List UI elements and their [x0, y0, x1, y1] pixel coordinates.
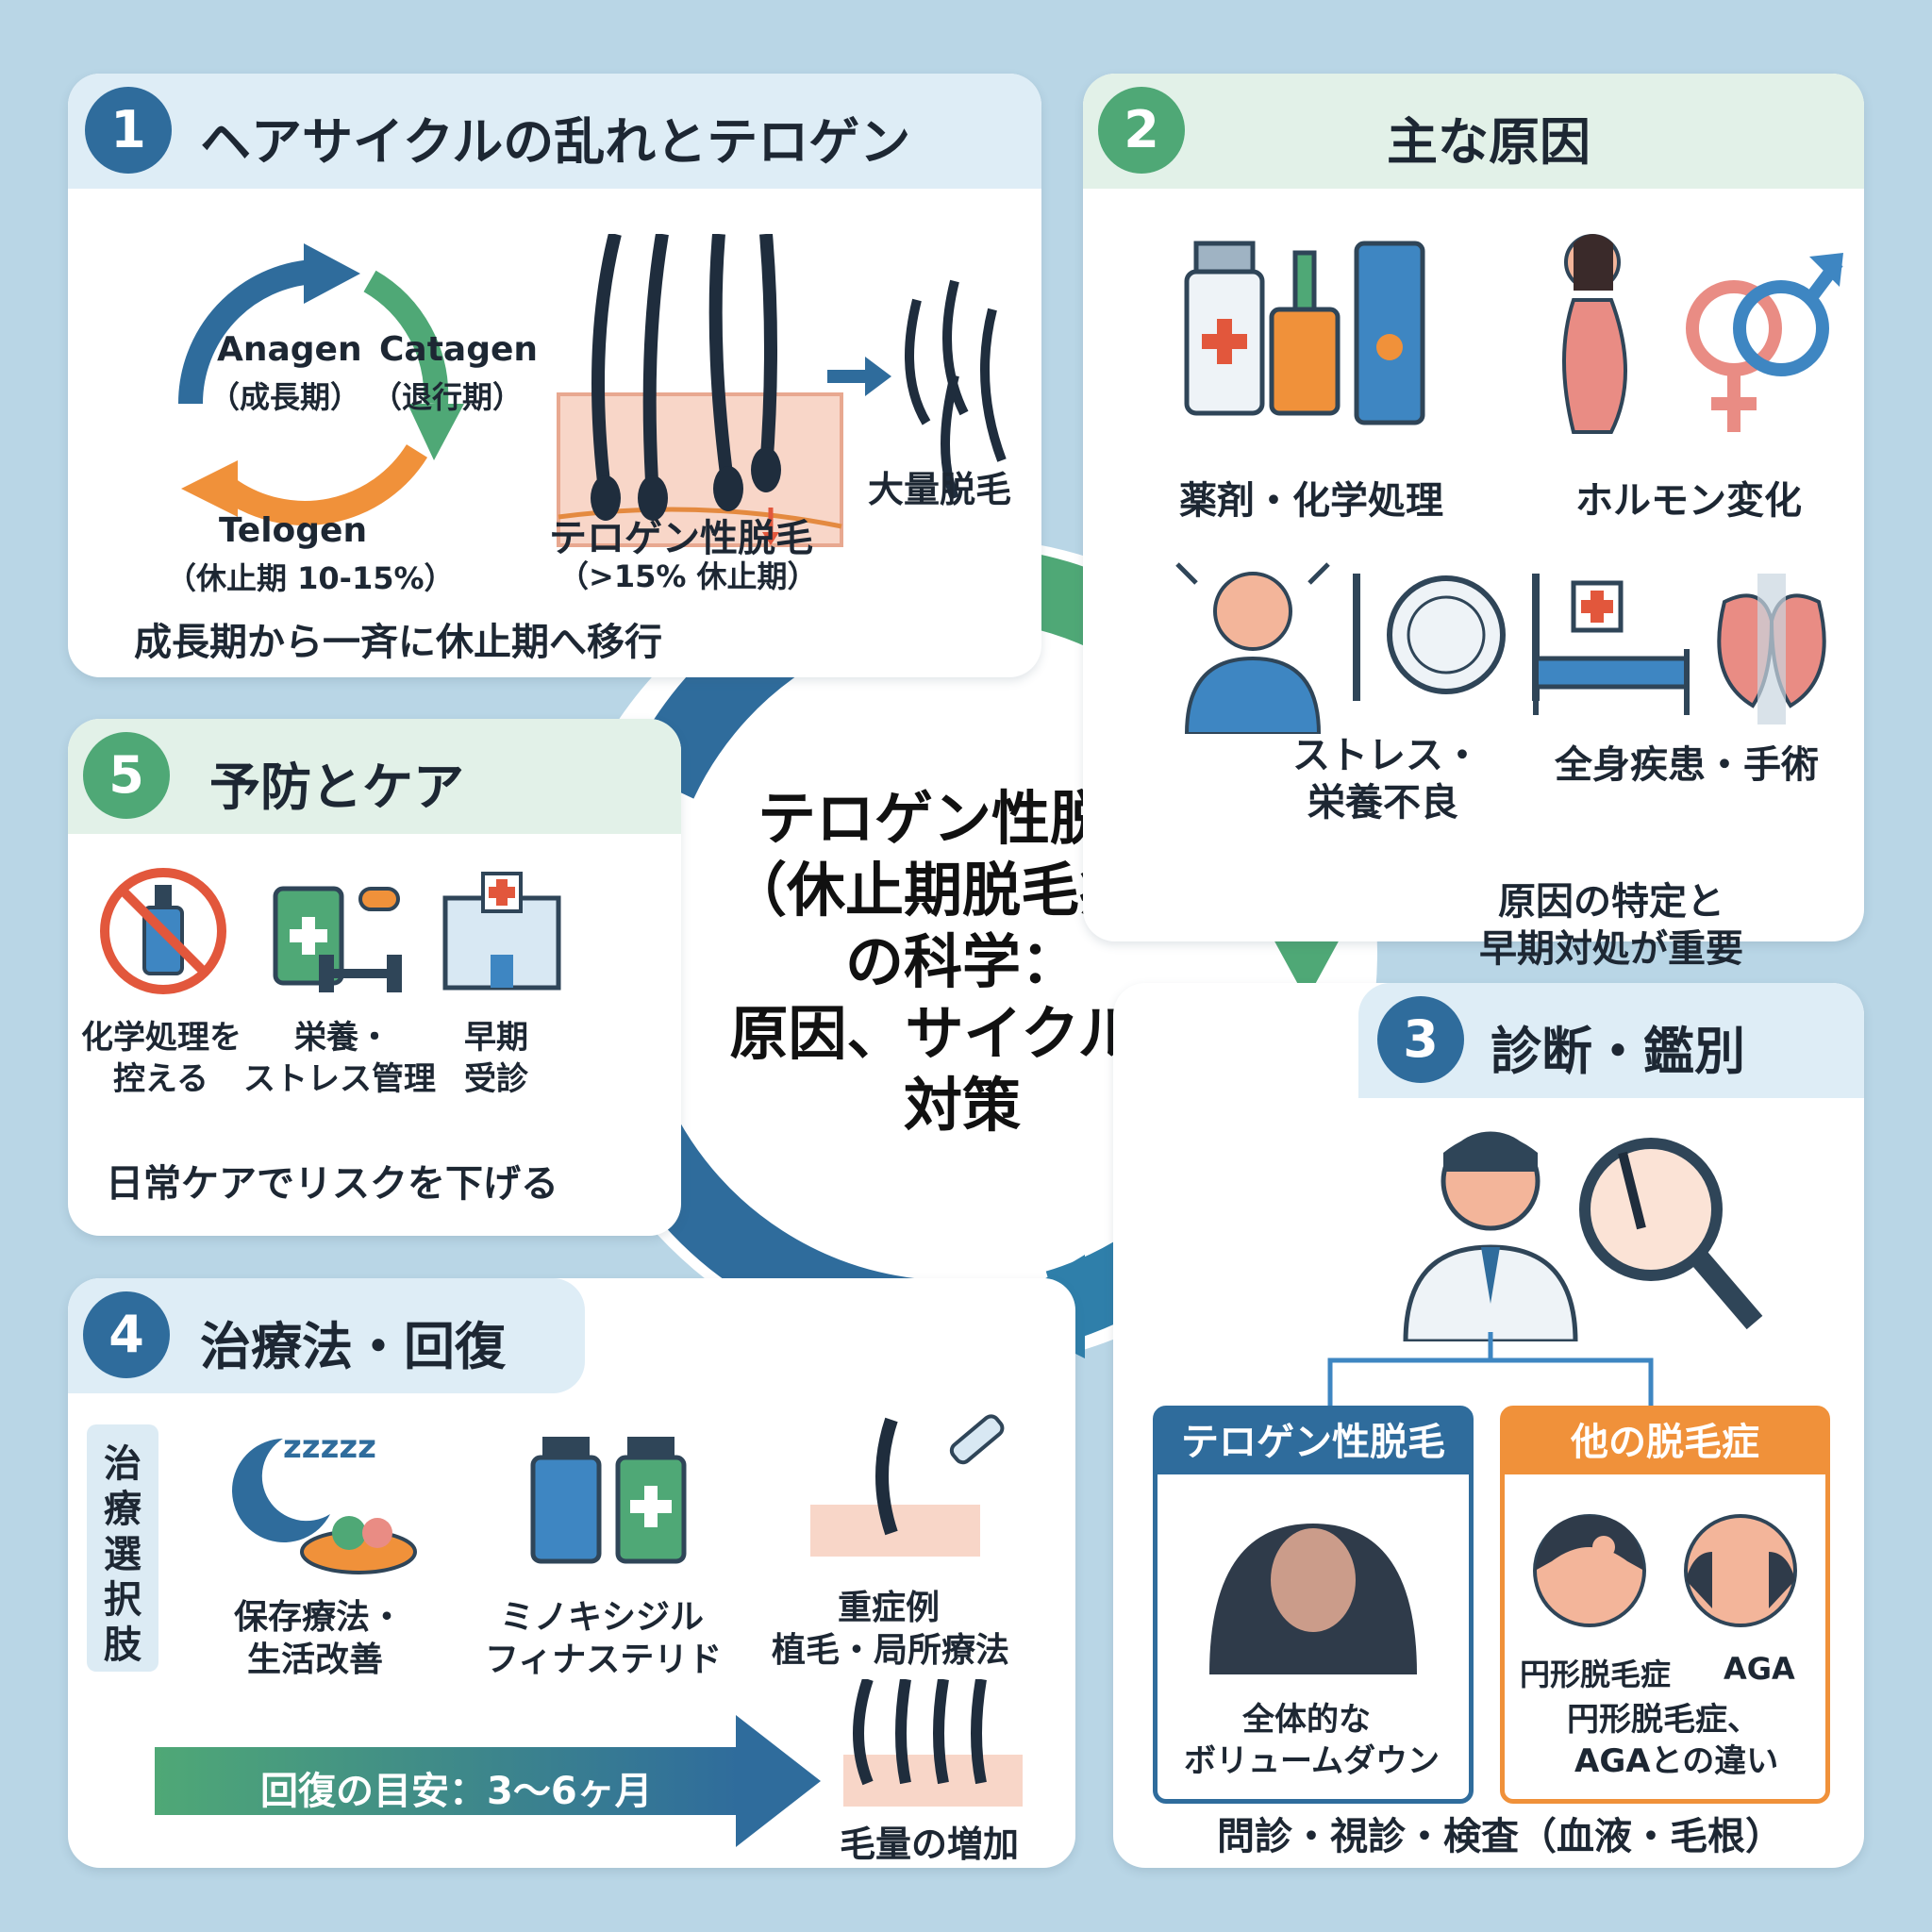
panel-causes: 2 主な原因 薬剤・化学処理 ホルモン変化: [1083, 74, 1864, 971]
anagen-jp-label: （成長期）: [209, 379, 361, 415]
telogen-label: Telogen: [219, 511, 368, 550]
gender-symbols-icon: [1686, 253, 1843, 432]
recovery-arrow: [155, 1715, 821, 1847]
aga-head-icon: [1684, 1514, 1797, 1627]
other-alopecia-box: 他の脱毛症 円形脱毛症 AGA 円形脱毛症、 AGAとの違い: [1500, 1406, 1830, 1804]
panel-prevention-caption: 日常ケアでリスクを下げる: [106, 1162, 558, 1206]
panel-diagnosis: 3 診断・鑑別 テロゲン性脱毛 全体的な ボリュームダウン 他の脱毛症: [1113, 983, 1864, 1868]
treatment-label-drugs-1: ミノキシジル: [500, 1598, 705, 1637]
panel-number-2: 2: [1098, 87, 1185, 174]
plate-cutlery-icon: [1353, 574, 1540, 701]
cause-label-stress: ストレス・: [1292, 734, 1481, 777]
panel-hair-cycle: 1 ヘアサイクルの乱れとテロゲン Anagen （成長期） Catagen （退…: [68, 74, 1041, 677]
cause-label-illness: 全身疾患・手術: [1555, 743, 1819, 787]
hair-transplant-icon: [810, 1414, 1005, 1557]
panel-number-3: 3: [1377, 996, 1464, 1083]
no-chemicals-icon: [100, 868, 226, 994]
prevention-label-nutri-2: ストレス管理: [243, 1060, 436, 1098]
supplement-dumbbell-icon: [273, 886, 402, 992]
hair-growth-icon: [843, 1679, 1023, 1807]
stressed-person-icon: [1175, 562, 1330, 734]
cause-label-nutrition: 栄養不良: [1307, 781, 1458, 824]
treatment-label-conservative-1: 保存療法・: [234, 1598, 405, 1637]
anagen-label: Anagen: [217, 330, 362, 369]
te-compare-box: テロゲン性脱毛 全体的な ボリュームダウン: [1153, 1406, 1474, 1804]
vertical-char-4: 択: [104, 1578, 142, 1622]
right-arrow-icon: [827, 357, 891, 396]
prevention-label-nutri-1: 栄養・: [294, 1019, 391, 1057]
shedding-label: 大量脱毛: [868, 469, 1012, 510]
panel-diagnosis-title: 診断・鑑別: [1491, 1022, 1745, 1081]
panel-causes-title: 主な原因: [1387, 112, 1591, 172]
treatment-label-severe-2: 植毛・局所療法: [772, 1631, 1010, 1670]
panel-number-5: 5: [83, 732, 170, 819]
hair-growth-label: 毛量の増加: [840, 1824, 1020, 1865]
aga-label: AGA: [1724, 1651, 1795, 1687]
vertical-char-5: 肢: [104, 1624, 142, 1667]
panel-hair-cycle-title: ヘアサイクルの乱れとテロゲン: [200, 112, 911, 172]
hair-cycle-arrows-icon: [177, 243, 464, 525]
treatment-label-severe-1: 重症例: [838, 1589, 941, 1627]
catagen-jp-label: （退行期）: [372, 379, 524, 415]
treatment-label-conservative-2: 生活改善: [247, 1641, 384, 1679]
telogen-effluvium-label: テロゲン性脱毛: [549, 517, 813, 560]
prevention-label-early-2: 受診: [464, 1060, 528, 1098]
magnifier-icon: [1579, 1138, 1763, 1330]
center-title-line5: 対策: [903, 1071, 1021, 1140]
panel-prevention-title: 予防とケア: [209, 758, 464, 817]
hospital-building-icon: [442, 872, 561, 991]
other-alopecia-box-title: 他の脱毛症: [1505, 1410, 1825, 1474]
sleep-food-icon: zzzzz: [232, 1428, 417, 1574]
telogen-effluvium-sub: （>15% 休止期）: [558, 558, 818, 594]
panel-hair-cycle-header: [68, 74, 1041, 189]
medication-bottles-icon: [530, 1437, 687, 1564]
vertical-char-1: 治: [104, 1442, 142, 1486]
alopecia-areata-head-icon: [1533, 1514, 1646, 1627]
panel-hair-cycle-caption: 成長期から一斉に休止期へ移行: [134, 621, 662, 664]
treatment-label-drugs-2: フィナステリド: [485, 1641, 723, 1679]
other-desc-line2: AGAとの違い: [1574, 1742, 1779, 1780]
causes-note-line1: 原因の特定と: [1498, 880, 1724, 924]
prevention-label-chem-2: 控える: [113, 1060, 208, 1098]
te-compare-box-title: テロゲン性脱毛: [1158, 1410, 1469, 1474]
prevention-label-early-1: 早期: [464, 1019, 528, 1057]
panel-prevention-header: [68, 719, 681, 834]
sleep-zzz-text: zzzzz: [283, 1428, 376, 1466]
alopecia-areata-label: 円形脱毛症: [1520, 1657, 1672, 1692]
cause-label-hormones: ホルモン変化: [1575, 479, 1802, 523]
hair-follicle-icon: [557, 234, 843, 547]
panel-number-1: 1: [85, 87, 172, 174]
te-desc-line1: 全体的な: [1242, 1701, 1371, 1739]
panel-number-4: 4: [83, 1291, 170, 1378]
diffuse-thinning-head-icon: [1209, 1524, 1417, 1674]
panel-causes-header: [1083, 74, 1864, 189]
te-desc-line2: ボリュームダウン: [1184, 1742, 1440, 1780]
panel-diagnosis-caption: 問診・視診・検査（血液・毛根）: [1217, 1815, 1783, 1858]
telogen-jp-label: （休止期 10-15%）: [166, 560, 455, 596]
catagen-label: Catagen: [379, 330, 539, 369]
connector-lines: [1327, 1332, 1654, 1426]
doctor-icon: [1403, 1131, 1578, 1341]
panel-prevention: 5 予防とケア 化学処理を 控える 栄養・ ストレス管理 早期 受診 日常ケアで…: [68, 719, 681, 1236]
prevention-label-chem-1: 化学処理を: [81, 1019, 242, 1057]
recovery-timeline-text: 回復の目安：3〜6ヶ月: [260, 1770, 653, 1813]
other-desc-line1: 円形脱毛症、: [1567, 1701, 1759, 1739]
vertical-char-2: 療: [104, 1488, 142, 1531]
pregnant-woman-icon: [1562, 234, 1627, 434]
hospital-bed-icon: [1533, 580, 1690, 715]
treatment-options-vertical-label: 治 療 選 択 肢: [87, 1424, 158, 1672]
cause-label-drugs: 薬剤・化学処理: [1179, 479, 1443, 523]
thyroid-icon: [1717, 574, 1826, 724]
panel-treatment-title: 治療法・回復: [200, 1317, 506, 1376]
vertical-char-3: 選: [104, 1533, 142, 1576]
center-title-line3: の科学：: [844, 927, 1079, 996]
medicine-bottles-icon: [1184, 241, 1425, 425]
shed-hairs-icon: [905, 279, 1007, 500]
causes-note-line2: 早期対処が重要: [1479, 927, 1743, 971]
